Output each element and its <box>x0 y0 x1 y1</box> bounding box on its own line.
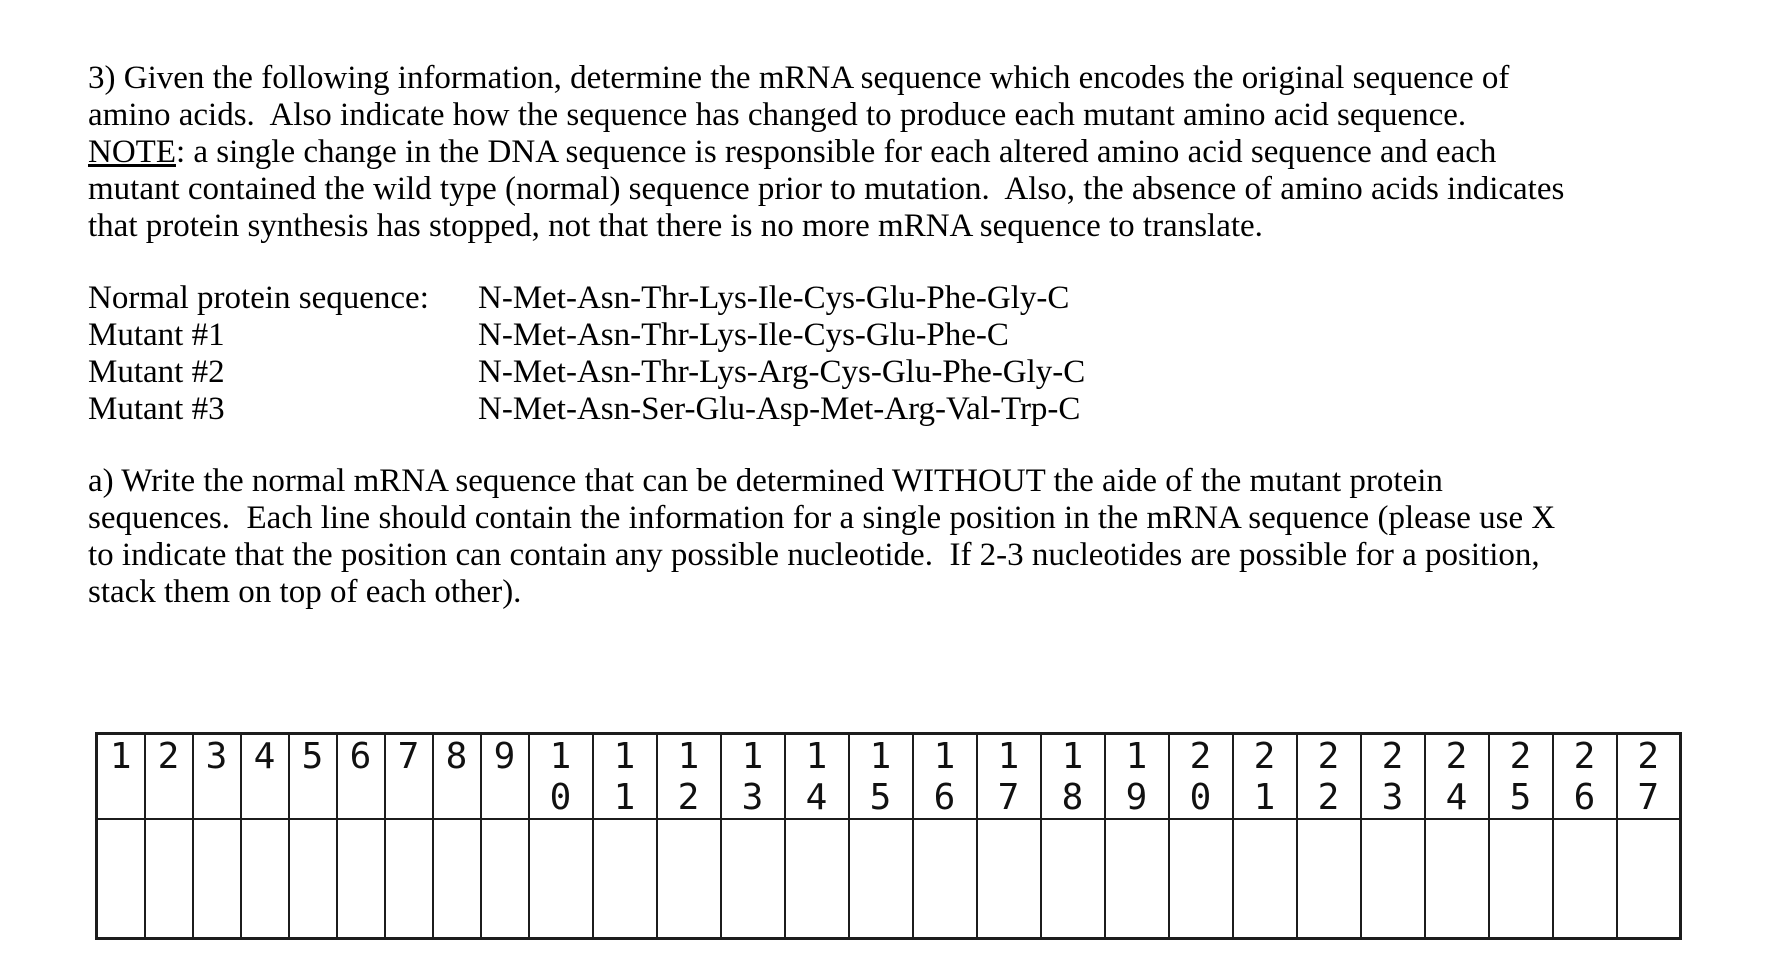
intro-line-4: mutant contained the wild type (normal) … <box>88 171 1565 207</box>
intro-line-1: 3) Given the following information, dete… <box>88 60 1510 96</box>
answer-cell-17[interactable] <box>975 818 1042 939</box>
answer-cell-6[interactable] <box>335 818 386 939</box>
answer-cell-10[interactable] <box>527 818 594 939</box>
sequence-row-mutant-2: Mutant #2 N-Met-Asn-Thr-Lys-Arg-Cys-Glu-… <box>88 354 1765 391</box>
answer-cell-14[interactable] <box>783 818 850 939</box>
answer-cell-26[interactable] <box>1551 818 1618 939</box>
intro-line-3: NOTE: a single change in the DNA sequenc… <box>88 134 1765 171</box>
answer-cell-22[interactable] <box>1295 818 1362 939</box>
answer-cell-5[interactable] <box>287 818 338 939</box>
answer-cell-16[interactable] <box>911 818 978 939</box>
position-header-5: 5 <box>287 732 338 820</box>
sequence-row-normal: Normal protein sequence: N-Met-Asn-Thr-L… <box>88 280 1765 317</box>
answer-cell-13[interactable] <box>719 818 786 939</box>
answer-cell-12[interactable] <box>655 818 722 939</box>
position-header-3: 3 <box>191 732 242 820</box>
position-header-6: 6 <box>335 732 386 820</box>
question-3-intro: 3) Given the following information, dete… <box>88 60 1765 245</box>
sequence-value: N-Met-Asn-Thr-Lys-Ile-Cys-Glu-Phe-C <box>478 317 1009 353</box>
position-header-1: 1 <box>95 732 146 820</box>
sequence-label: Mutant #2 <box>88 354 225 390</box>
intro-line-3-rest: : a single change in the DNA sequence is… <box>175 134 1497 170</box>
sequence-label: Mutant #1 <box>88 317 225 353</box>
answer-cell-23[interactable] <box>1359 818 1426 939</box>
position-header-4: 4 <box>239 732 290 820</box>
part-a-instructions: a) Write the normal mRNA sequence that c… <box>88 463 1765 611</box>
answer-cell-20[interactable] <box>1167 818 1234 939</box>
answer-cell-19[interactable] <box>1103 818 1170 939</box>
position-header-7: 7 <box>383 732 434 820</box>
answer-row <box>95 818 1682 939</box>
answer-cell-15[interactable] <box>847 818 914 939</box>
intro-line-5: that protein synthesis has stopped, not … <box>88 208 1263 244</box>
note-label: NOTE <box>88 134 176 170</box>
answer-cell-2[interactable] <box>143 818 194 939</box>
sequence-value: N-Met-Asn-Thr-Lys-Ile-Cys-Glu-Phe-Gly-C <box>478 280 1070 316</box>
protein-sequences-block: Normal protein sequence: N-Met-Asn-Thr-L… <box>88 280 1765 428</box>
part-a-line-2: sequences. Each line should contain the … <box>88 500 1556 536</box>
answer-cell-18[interactable] <box>1039 818 1106 939</box>
answer-cell-9[interactable] <box>479 818 530 939</box>
sequence-value: N-Met-Asn-Thr-Lys-Arg-Cys-Glu-Phe-Gly-C <box>478 354 1086 390</box>
answer-cell-25[interactable] <box>1487 818 1554 939</box>
sequence-label: Normal protein sequence: <box>88 280 429 316</box>
sequence-label: Mutant #3 <box>88 391 225 427</box>
answer-cell-24[interactable] <box>1423 818 1490 939</box>
sequence-row-mutant-1: Mutant #1 N-Met-Asn-Thr-Lys-Ile-Cys-Glu-… <box>88 317 1765 354</box>
answer-cell-21[interactable] <box>1231 818 1298 939</box>
answer-cell-27[interactable] <box>1615 818 1682 939</box>
sequence-value: N-Met-Asn-Ser-Glu-Asp-Met-Arg-Val-Trp-C <box>478 391 1081 427</box>
position-header-8: 8 <box>431 732 482 820</box>
position-header-9: 9 <box>479 732 530 820</box>
intro-line-2: amino acids. Also indicate how the seque… <box>88 97 1467 133</box>
answer-cell-4[interactable] <box>239 818 290 939</box>
sequence-row-mutant-3: Mutant #3 N-Met-Asn-Ser-Glu-Asp-Met-Arg-… <box>88 391 1765 428</box>
part-a-line-1: a) Write the normal mRNA sequence that c… <box>88 463 1443 499</box>
answer-cell-1[interactable] <box>95 818 146 939</box>
answer-cell-11[interactable] <box>591 818 658 939</box>
answer-cell-7[interactable] <box>383 818 434 939</box>
part-a-line-3: to indicate that the position can contai… <box>88 537 1540 573</box>
part-a-line-4: stack them on top of each other). <box>88 574 522 610</box>
position-header-2: 2 <box>143 732 194 820</box>
answer-cell-3[interactable] <box>191 818 242 939</box>
answer-cell-8[interactable] <box>431 818 482 939</box>
